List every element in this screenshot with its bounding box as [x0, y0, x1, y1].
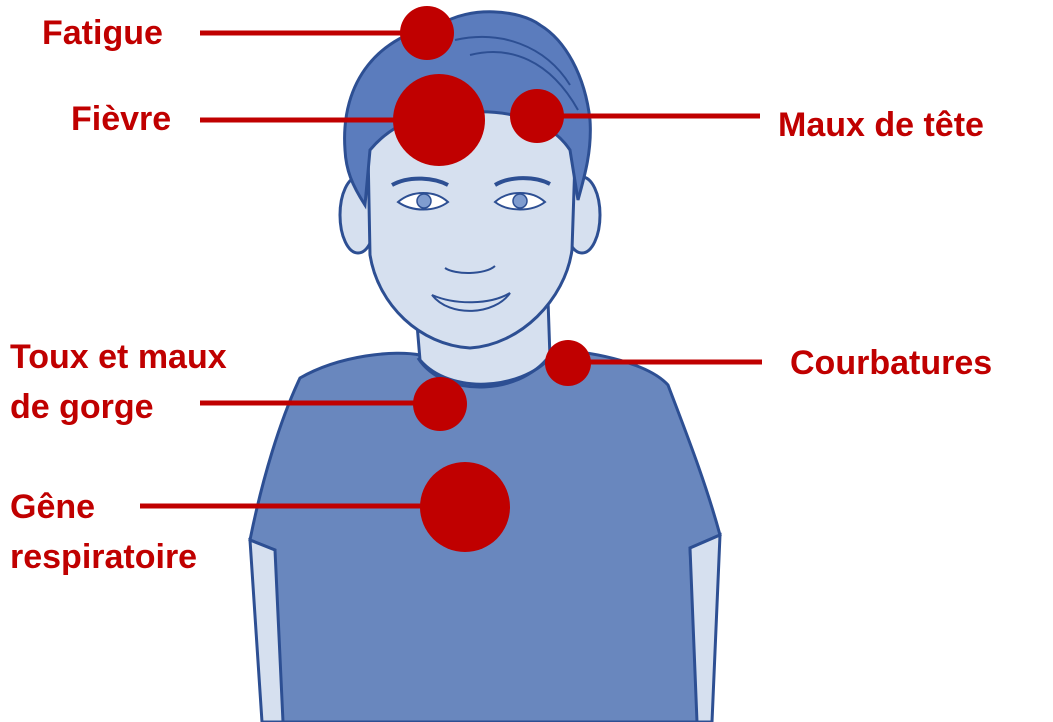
label-toux-line1: Toux et maux	[10, 336, 227, 378]
label-fatigue: Fatigue	[42, 12, 163, 54]
gene-respiratoire-marker	[420, 462, 510, 552]
label-maux-de-tete: Maux de tête	[778, 104, 984, 146]
fatigue-marker	[400, 6, 454, 60]
fievre-marker	[393, 74, 485, 166]
label-gene-line2: respiratoire	[10, 536, 197, 578]
label-courbatures: Courbatures	[790, 342, 992, 384]
label-toux-line2: de gorge	[10, 386, 154, 428]
courbatures-marker	[545, 340, 591, 386]
toux-marker	[413, 377, 467, 431]
right-arm	[690, 535, 720, 722]
label-gene-line1: Gêne	[10, 486, 95, 528]
maux-de-tete-marker	[510, 89, 564, 143]
label-fievre: Fièvre	[71, 98, 171, 140]
